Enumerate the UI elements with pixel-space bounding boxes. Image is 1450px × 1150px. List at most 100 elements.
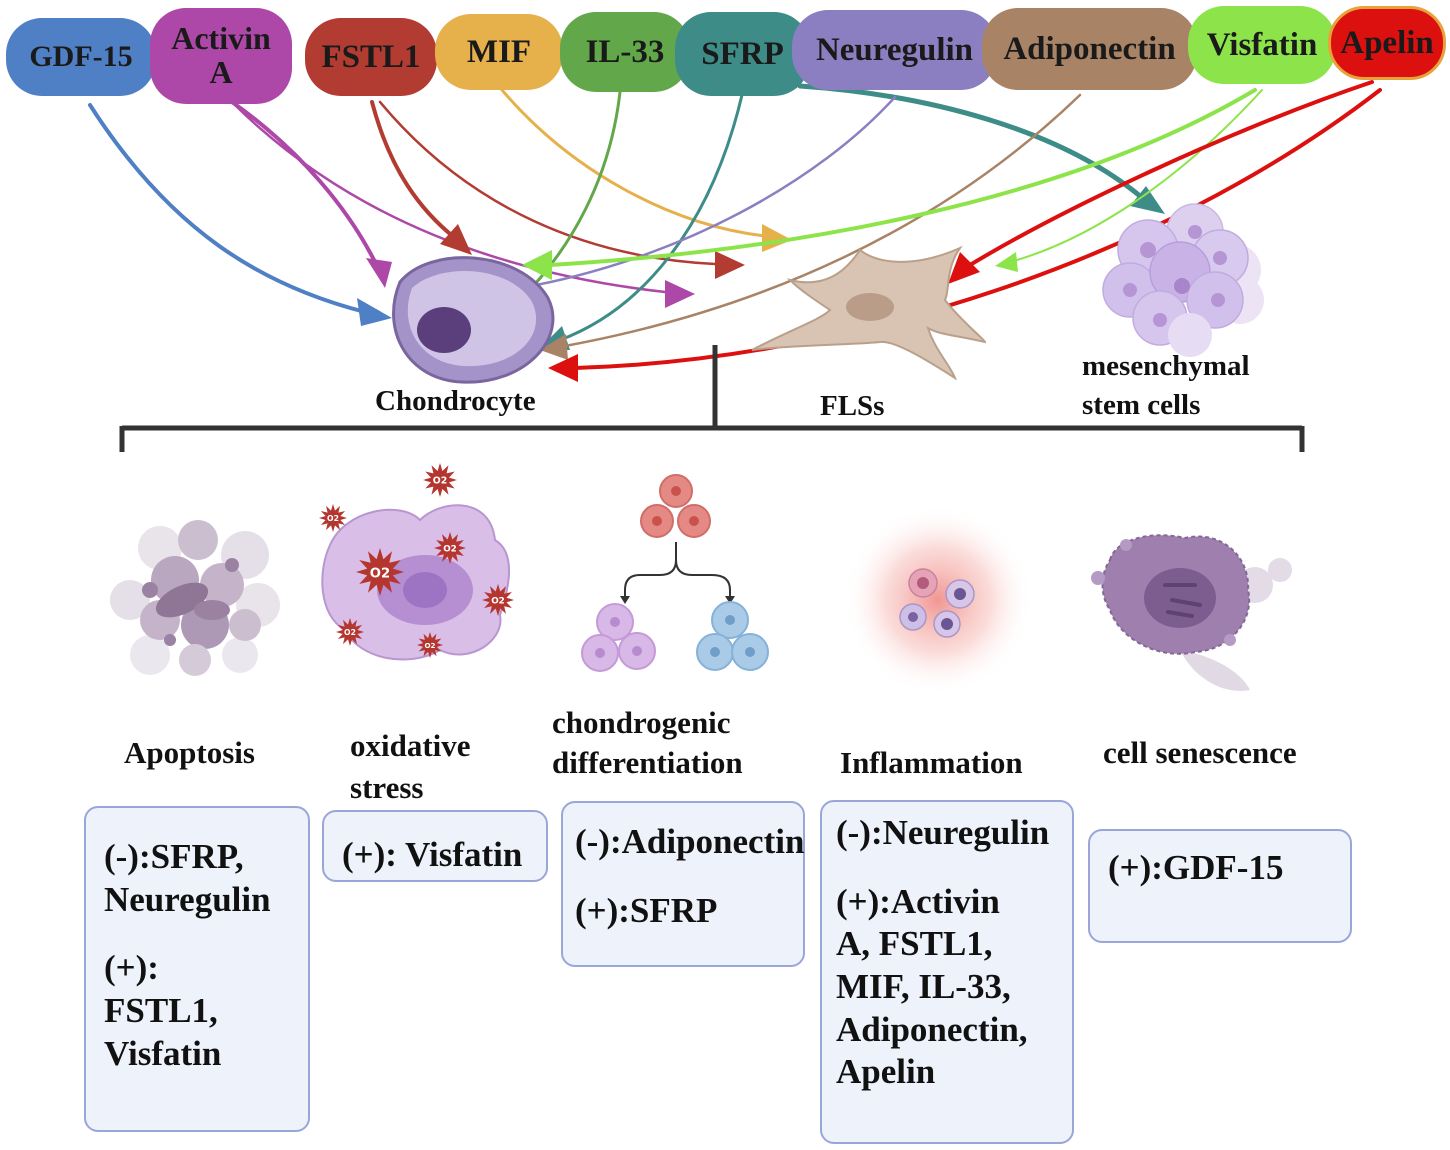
effect-line: (+):Activin: [836, 881, 1000, 921]
outcome-title-chondrogenic-line1: chondrogenic: [552, 705, 731, 740]
arrow-apelin-chondrocyte: [573, 88, 1382, 370]
effect-line: Visfatin: [104, 1033, 222, 1073]
arrowhead-apelin-2: [548, 354, 578, 382]
arrowhead-activin-2: [665, 280, 695, 308]
apoptosis-illustration: [110, 520, 280, 676]
factor-mif-label: MIF: [466, 33, 532, 70]
arrow-mif-fls: [500, 88, 767, 238]
arrow-adiponectin-chondrocyte: [563, 93, 1082, 348]
arrowhead-mif: [762, 224, 792, 252]
factor-neuregulin: Neuregulin: [792, 10, 997, 90]
arrow-sfrp-msc: [797, 83, 1143, 199]
ros-star-icon: [319, 504, 347, 532]
arrow-activin-chondrocyte: [230, 100, 380, 270]
effect-line: FSTL1,: [104, 991, 218, 1031]
ros-star-icon: [336, 618, 364, 646]
outcome-title-chondrogenic-line2: differentiation: [552, 745, 743, 780]
effect-line: MIF, IL-33,: [836, 967, 1011, 1007]
factor-activin-a-label: Activin A: [171, 20, 271, 90]
factor-sfrp-label: SFRP: [701, 35, 784, 72]
arrow-gdf15-chondrocyte: [88, 103, 367, 314]
factor-fstl1: FSTL1: [305, 18, 437, 96]
msc-label-line1: mesenchymal: [1082, 350, 1250, 382]
ros-star-icon: [356, 548, 404, 596]
fls-label: FLSs: [820, 390, 885, 422]
factor-il33-label: IL-33: [585, 33, 665, 70]
effect-line: (+):GDF-15: [1108, 848, 1284, 887]
factor-activin-a: Activin A: [150, 8, 292, 104]
chondrogenic-differentiation-illustration: [581, 474, 769, 672]
arrowhead-fstl1-1: [440, 224, 472, 255]
ros-label: O2: [370, 566, 390, 581]
ros-star-icon: [417, 632, 443, 658]
factor-visfatin-label: Visfatin: [1206, 26, 1318, 63]
arrowhead-sfrp-2: [1130, 186, 1165, 214]
effect-box-cell-senescence: (+):GDF-15: [1088, 829, 1352, 943]
effect-box-chondrogenic-differentiation: (-):Adiponectin (+):SFRP: [561, 801, 805, 967]
ros-label: O2: [344, 628, 356, 637]
effect-box-oxidative-stress: (+): Visfatin: [322, 810, 548, 882]
effect-line: A, FSTL1,: [836, 924, 993, 964]
ros-star-icon: [482, 584, 514, 616]
factor-neuregulin-label: Neuregulin: [815, 31, 974, 68]
outcome-title-oxidative-stress-line2: stress: [350, 770, 424, 805]
effect-line: (+):SFRP: [575, 890, 718, 930]
effect-line: (+):: [104, 948, 159, 988]
arrowhead-apelin-1: [948, 252, 980, 284]
ros-label: O2: [433, 476, 447, 487]
msc-cluster-illustration: [1102, 203, 1264, 357]
arrowhead-visfatin-2: [995, 252, 1018, 272]
chondrocyte-cell-illustration: [392, 256, 555, 384]
arrow-sfrp-chondrocyte: [558, 93, 744, 342]
factor-mif: MIF: [435, 14, 563, 90]
arrowhead-activin-1: [366, 258, 392, 288]
arrowhead-visfatin-1: [522, 250, 552, 280]
effect-line: (-):SFRP,: [104, 837, 244, 876]
arrowhead-adiponectin: [540, 334, 568, 360]
ros-label: O2: [327, 514, 339, 523]
effect-box-inflammation: (-):Neuregulin (+):Activin A, FSTL1, MIF…: [820, 800, 1074, 1144]
factor-adiponectin-label: Adiponectin: [1003, 30, 1176, 67]
arrow-neuregulin-chondrocyte: [518, 95, 897, 290]
factor-adiponectin: Adiponectin: [982, 8, 1197, 90]
inflammation-illustration: [843, 505, 1033, 695]
outcome-title-cell-senescence: cell senescence: [1103, 735, 1297, 770]
cell-senescence-illustration: [1091, 534, 1292, 691]
chondrocyte-label: Chondrocyte: [375, 385, 536, 417]
arrow-fstl1-fls: [378, 100, 717, 266]
factor-gdf15-label: GDF-15: [29, 40, 133, 74]
effect-line: Adiponectin,: [836, 1009, 1028, 1049]
arrow-fstl1-chondrocyte: [370, 100, 457, 240]
effect-line: Apelin: [836, 1052, 936, 1092]
ros-star-icon: [423, 463, 457, 497]
arrow-activin-fls: [230, 100, 667, 294]
factor-fstl1-label: FSTL1: [321, 38, 421, 75]
outcome-title-apoptosis: Apoptosis: [124, 735, 255, 770]
msc-label-line2: stem cells: [1082, 389, 1201, 421]
arrowhead-gdf15: [357, 298, 392, 326]
ros-label: O2: [443, 545, 457, 555]
factor-gdf15: GDF-15: [6, 18, 156, 96]
factor-sfrp: SFRP: [675, 12, 810, 96]
ros-star-icon: [434, 532, 466, 564]
outcome-title-oxidative-stress-line1: oxidative: [350, 728, 471, 763]
effect-line: (+): Visfatin: [342, 835, 523, 874]
factor-apelin-label: Apelin: [1340, 24, 1434, 61]
arrow-il33-chondrocyte: [518, 90, 622, 302]
ros-label: O2: [491, 597, 505, 607]
factor-apelin: Apelin: [1328, 6, 1446, 80]
factor-il33: IL-33: [560, 12, 690, 92]
arrow-visfatin-fls: [1009, 89, 1263, 263]
outcome-title-inflammation: Inflammation: [840, 745, 1023, 780]
factor-visfatin: Visfatin: [1188, 6, 1336, 84]
effect-line: Neuregulin: [104, 879, 271, 919]
arrow-apelin-fls: [963, 80, 1374, 270]
effect-line: (-):Adiponectin: [575, 822, 805, 861]
fls-cell-illustration: [751, 245, 987, 381]
arrow-visfatin-chondrocyte: [548, 88, 1257, 267]
arrowhead-fstl1-2: [715, 251, 745, 279]
ros-label: O2: [424, 641, 435, 650]
outcome-bracket: [119, 345, 1305, 452]
